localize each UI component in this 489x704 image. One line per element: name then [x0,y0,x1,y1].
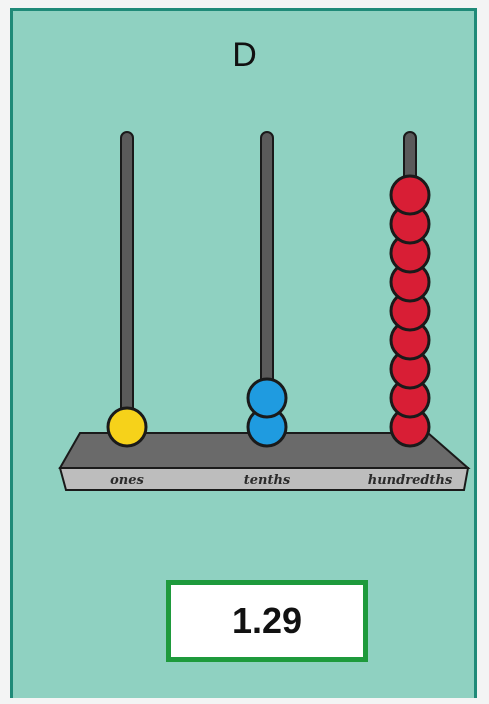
answer-box: 1.29 [166,580,368,662]
abacus-bead-ones [108,408,146,446]
rod-label-tenths: tenths [244,473,291,488]
abacus-bead-tenths [248,379,286,417]
answer-value: 1.29 [232,600,302,642]
abacus-bead-hundredths [391,176,429,214]
rod-label-hundredths: hundredths [368,473,453,488]
abacus-rod-ones [121,132,133,440]
rod-label-ones: ones [110,473,144,488]
